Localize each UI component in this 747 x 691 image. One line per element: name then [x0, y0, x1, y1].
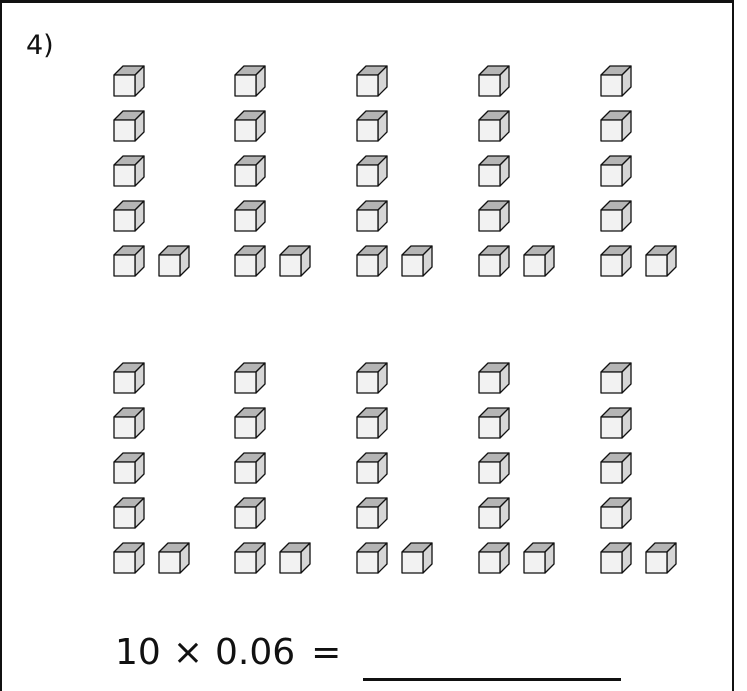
cube-group-9-cube-1 [478, 362, 510, 394]
cube-group-1-cube-1 [113, 65, 145, 97]
cube-group-9-cube-2 [478, 407, 510, 439]
cube-group-10-cube-4 [600, 497, 632, 529]
cube-group-1-cube-3 [113, 155, 145, 187]
cube-group-3-cube-2 [356, 110, 388, 142]
cube-group-6-cube-5 [113, 542, 145, 574]
cube-group-3-cube-4 [356, 200, 388, 232]
cube-group-8-cube-5 [356, 542, 388, 574]
problem-number: 4) [26, 30, 54, 61]
cube-group-3-cube-6 [401, 245, 433, 277]
cube-group-7-cube-4 [234, 497, 266, 529]
answer-blank[interactable] [363, 678, 621, 681]
cube-group-8-cube-4 [356, 497, 388, 529]
equation: 10 × 0.06 = [115, 632, 357, 673]
cube-group-1-cube-4 [113, 200, 145, 232]
cube-group-9-cube-6 [523, 542, 555, 574]
cube-group-1-cube-5 [113, 245, 145, 277]
cube-group-5-cube-6 [645, 245, 677, 277]
cube-group-10-cube-1 [600, 362, 632, 394]
cube-group-4-cube-5 [478, 245, 510, 277]
cube-group-7-cube-6 [279, 542, 311, 574]
cube-group-2-cube-3 [234, 155, 266, 187]
cube-group-8-cube-2 [356, 407, 388, 439]
cube-group-7-cube-1 [234, 362, 266, 394]
cube-group-8-cube-3 [356, 452, 388, 484]
cube-group-6-cube-4 [113, 497, 145, 529]
equals-sign: = [311, 632, 342, 673]
cube-group-10-cube-2 [600, 407, 632, 439]
cube-group-5-cube-5 [600, 245, 632, 277]
left-operand: 10 [115, 632, 161, 673]
cube-group-4-cube-1 [478, 65, 510, 97]
cube-group-6-cube-2 [113, 407, 145, 439]
cube-group-1-cube-2 [113, 110, 145, 142]
cube-group-6-cube-1 [113, 362, 145, 394]
cube-group-4-cube-6 [523, 245, 555, 277]
cube-group-3-cube-1 [356, 65, 388, 97]
cube-group-8-cube-6 [401, 542, 433, 574]
cube-group-4-cube-4 [478, 200, 510, 232]
cube-group-9-cube-4 [478, 497, 510, 529]
cube-group-10-cube-5 [600, 542, 632, 574]
cube-group-9-cube-3 [478, 452, 510, 484]
cube-group-3-cube-5 [356, 245, 388, 277]
cube-group-5-cube-4 [600, 200, 632, 232]
cube-group-9-cube-5 [478, 542, 510, 574]
cube-group-5-cube-2 [600, 110, 632, 142]
multiply-operator: × [172, 632, 203, 673]
cube-group-10-cube-6 [645, 542, 677, 574]
cube-group-1-cube-6 [158, 245, 190, 277]
cube-group-2-cube-2 [234, 110, 266, 142]
cube-group-7-cube-5 [234, 542, 266, 574]
cube-group-4-cube-2 [478, 110, 510, 142]
cube-group-8-cube-1 [356, 362, 388, 394]
cube-group-4-cube-3 [478, 155, 510, 187]
cube-group-2-cube-4 [234, 200, 266, 232]
cube-group-5-cube-3 [600, 155, 632, 187]
cube-group-3-cube-3 [356, 155, 388, 187]
cube-group-7-cube-3 [234, 452, 266, 484]
cube-group-5-cube-1 [600, 65, 632, 97]
cube-group-7-cube-2 [234, 407, 266, 439]
right-operand: 0.06 [214, 632, 296, 673]
cube-group-2-cube-5 [234, 245, 266, 277]
cube-group-6-cube-3 [113, 452, 145, 484]
cube-group-6-cube-6 [158, 542, 190, 574]
cube-group-2-cube-1 [234, 65, 266, 97]
cube-group-10-cube-3 [600, 452, 632, 484]
cube-group-2-cube-6 [279, 245, 311, 277]
